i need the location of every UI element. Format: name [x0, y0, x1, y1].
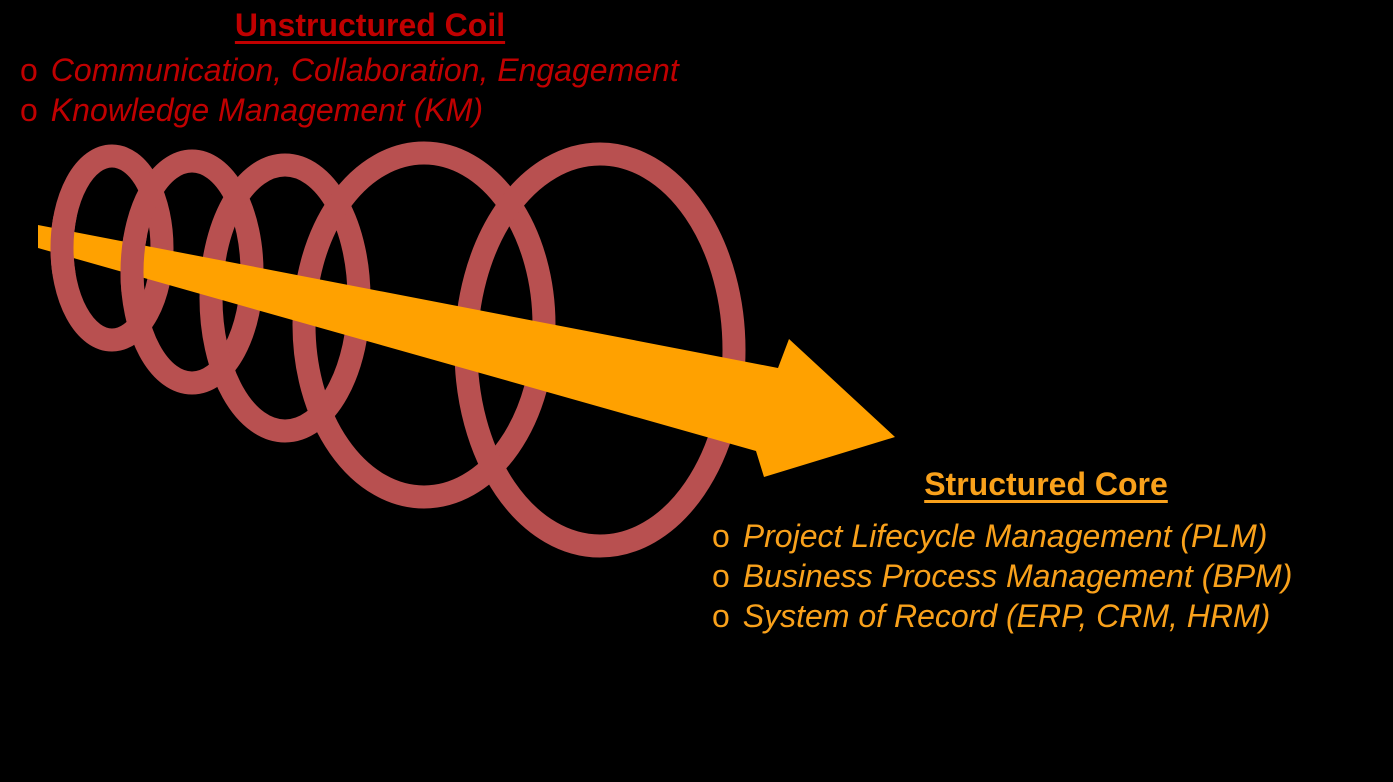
unstructured-coil-title: Unstructured Coil: [234, 7, 506, 43]
bullet-item-knowledge-management: o Knowledge Management (KM): [20, 90, 679, 130]
coil-over-arrow-overlaps: [50, 216, 147, 292]
bullet-item-system-of-record: o System of Record (ERP, CRM, HRM): [712, 596, 1292, 636]
bullet-item-label: Knowledge Management (KM): [50, 92, 484, 128]
bullet-item-label: System of Record (ERP, CRM, HRM): [742, 598, 1271, 634]
bullet-item-communication: o Communication, Collaboration, Engagemen…: [20, 50, 679, 90]
bullet-marker: o: [712, 598, 730, 634]
unstructured-coil-bullets: o Communication, Collaboration, Engagemen…: [20, 50, 679, 130]
bullet-marker: o: [20, 92, 38, 128]
bullet-item-label: Project Lifecycle Management (PLM): [742, 518, 1268, 554]
bullet-item-plm: o Project Lifecycle Management (PLM): [712, 516, 1292, 556]
structured-core-title: Structured Core: [924, 466, 1168, 502]
bullet-marker: o: [712, 518, 730, 554]
bullet-item-label: Business Process Management (BPM): [742, 558, 1293, 594]
core-arrow: [38, 225, 895, 477]
bullet-item-bpm: o Business Process Management (BPM): [712, 556, 1292, 596]
coil-ring-2-front-arc: [120, 236, 147, 292]
bullet-marker: o: [20, 52, 38, 88]
coil-ring-1-front-arc: [50, 216, 77, 274]
bullet-marker: o: [712, 558, 730, 594]
bullet-item-label: Communication, Collaboration, Engagement: [50, 52, 679, 88]
